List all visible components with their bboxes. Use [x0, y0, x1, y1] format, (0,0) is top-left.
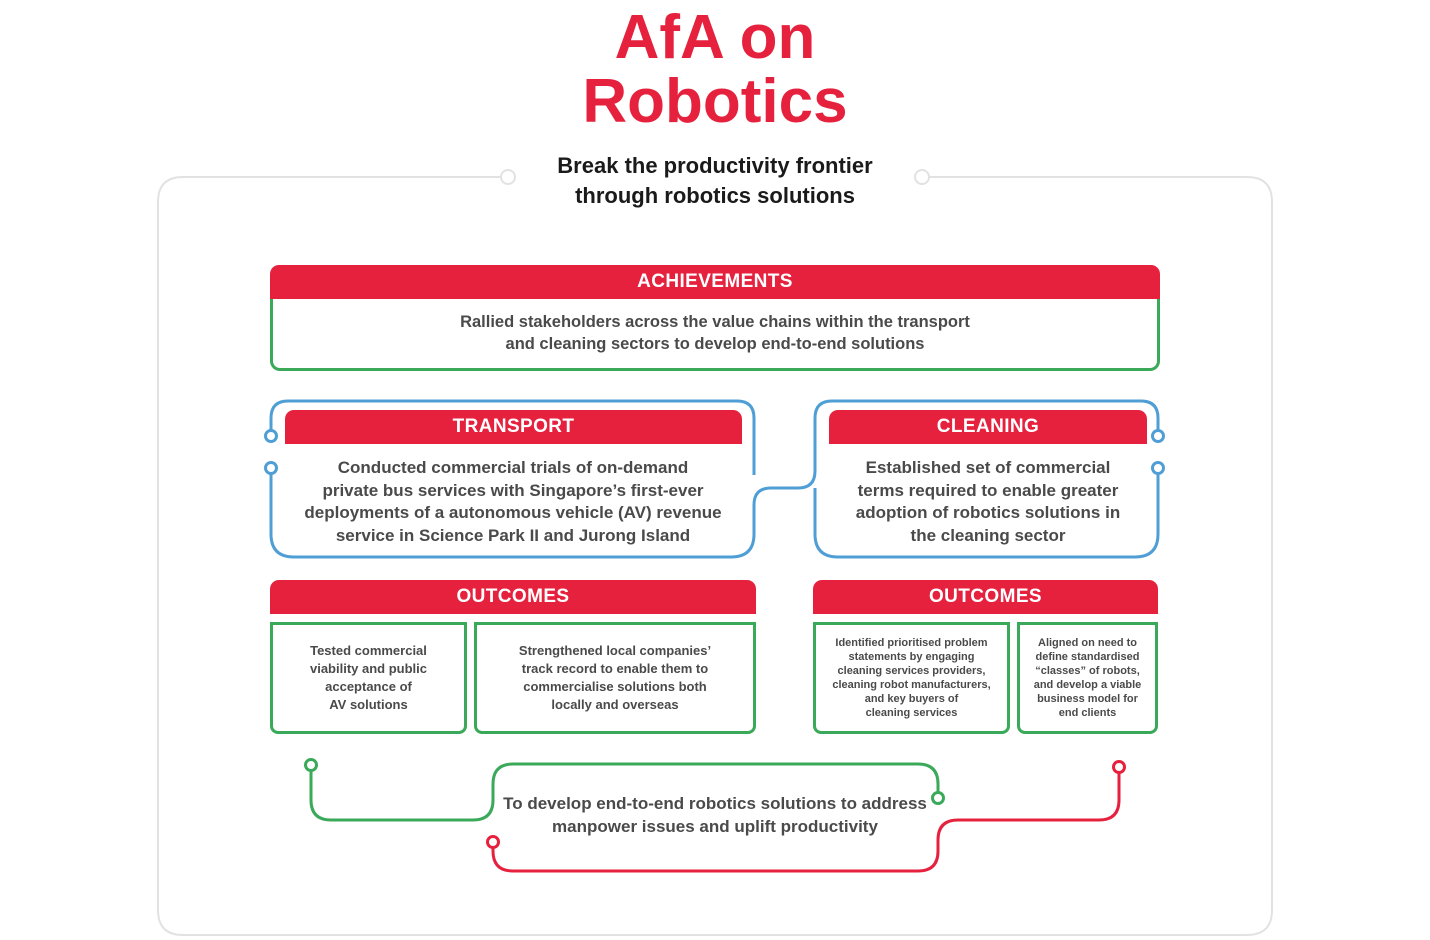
- goal-text-line-1: To develop end-to-end robotics solutions…: [503, 794, 927, 813]
- cleaning-outcome-1-line-5: and key buyers of: [864, 693, 959, 705]
- cleaning-text-line-4: the cleaning sector: [910, 525, 1066, 545]
- transport-description: Conducted commercial trials of on-demand…: [275, 457, 751, 547]
- transport-text-line-1: Conducted commercial trials of on-demand: [337, 458, 689, 477]
- transport-outcome-2-line-2: track record to enable them to: [521, 661, 709, 676]
- cleaning-outcome-2-line-6: end clients: [1058, 707, 1117, 719]
- cleaning-text-line-1: Established set of commercial: [865, 458, 1111, 477]
- cleaning-outcome-2-line-4: and develop a viable: [1033, 679, 1142, 691]
- transport-outcome-2-line-3: commercialise solutions both: [523, 679, 707, 694]
- goal-statement: To develop end-to-end robotics solutions…: [480, 793, 950, 838]
- cleaning-heading: CLEANING: [829, 410, 1147, 444]
- cleaning-outcome-2-line-2: define standardised: [1035, 651, 1140, 663]
- transport-outcome-2: Strengthened local companies’ track reco…: [474, 622, 756, 734]
- transport-text-line-4: service in Science Park II and Jurong Is…: [335, 525, 691, 545]
- transport-outcome-1-line-2: viability and public: [309, 661, 428, 676]
- transport-outcome-1: Tested commercial viability and public a…: [270, 622, 467, 734]
- page-title-line-1: AfA on: [614, 3, 816, 72]
- goal-red-node-right: [1112, 760, 1126, 774]
- transport-outline-bottom: [269, 399, 1160, 559]
- cleaning-node-1: [1151, 429, 1165, 443]
- achievements-box: Rallied stakeholders across the value ch…: [270, 299, 1160, 371]
- transport-outcome-1-line-3: acceptance of: [325, 679, 412, 694]
- cleaning-outline: [813, 468, 1160, 559]
- goal-red-node-left: [486, 835, 500, 849]
- transport-outcome-2-line-1: Strengthened local companies’: [518, 643, 712, 658]
- cleaning-outcome-1-line-3: cleaning services providers,: [837, 665, 986, 677]
- transport-node-2: [264, 461, 278, 475]
- transport-text-line-2: private bus services with Singapore’s fi…: [322, 480, 704, 500]
- cleaning-outcome-2-line-3: “classes” of robots,: [1035, 665, 1140, 677]
- transport-outcome-1-line-4: AV solutions: [329, 697, 408, 712]
- transport-heading: TRANSPORT: [285, 410, 742, 444]
- transport-outcomes-heading: OUTCOMES: [270, 580, 756, 614]
- goal-green-node-left: [304, 758, 318, 772]
- cleaning-outcome-2: Aligned on need to define standardised “…: [1017, 622, 1158, 734]
- achievements-text-line-2: and cleaning sectors to develop end-to-e…: [505, 335, 925, 353]
- cleaning-outcome-1-line-4: cleaning robot manufacturers,: [832, 679, 991, 691]
- transport-node-1: [264, 429, 278, 443]
- cleaning-outcome-1: Identified prioritised problem statement…: [813, 622, 1010, 734]
- goal-red-connector: [491, 767, 1121, 873]
- cleaning-outcome-1-line-6: cleaning services: [865, 707, 958, 719]
- cleaning-outcome-2-line-1: Aligned on need to: [1038, 637, 1137, 649]
- transport-outcome-1-line-1: Tested commercial: [310, 643, 427, 658]
- achievements-text-line-1: Rallied stakeholders across the value ch…: [460, 313, 970, 331]
- subtitle-line-2: through robotics solutions: [575, 183, 855, 208]
- subtitle-line-1: Break the productivity frontier: [557, 153, 873, 178]
- cleaning-outcome-1-line-2: statements by engaging: [848, 651, 975, 663]
- cleaning-outcome-1-line-1: Identified prioritised problem: [835, 637, 988, 649]
- outer-frame: [157, 176, 1273, 936]
- goal-green-node-right: [931, 791, 945, 805]
- cleaning-description: Established set of commercial terms requ…: [820, 457, 1156, 547]
- goal-text-line-2: manpower issues and uplift productivity: [552, 816, 878, 836]
- cleaning-text-line-2: terms required to enable greater: [857, 480, 1119, 500]
- frame-node-right: [914, 169, 930, 185]
- cleaning-text-line-3: adoption of robotics solutions in: [855, 503, 1121, 522]
- page-title-line-2: Robotics: [582, 67, 848, 136]
- cleaning-outcome-2-line-5: business model for: [1037, 693, 1138, 705]
- frame-node-left: [500, 169, 516, 185]
- cleaning-node-2: [1151, 461, 1165, 475]
- transport-outcome-2-line-4: locally and overseas: [551, 697, 679, 712]
- achievements-heading: ACHIEVEMENTS: [270, 265, 1160, 299]
- cleaning-outcomes-heading: OUTCOMES: [813, 580, 1158, 614]
- goal-green-connector: [309, 762, 940, 822]
- transport-text-line-3: deployments of a autonomous vehicle (AV)…: [304, 503, 722, 522]
- transport-outline-top: [269, 399, 756, 475]
